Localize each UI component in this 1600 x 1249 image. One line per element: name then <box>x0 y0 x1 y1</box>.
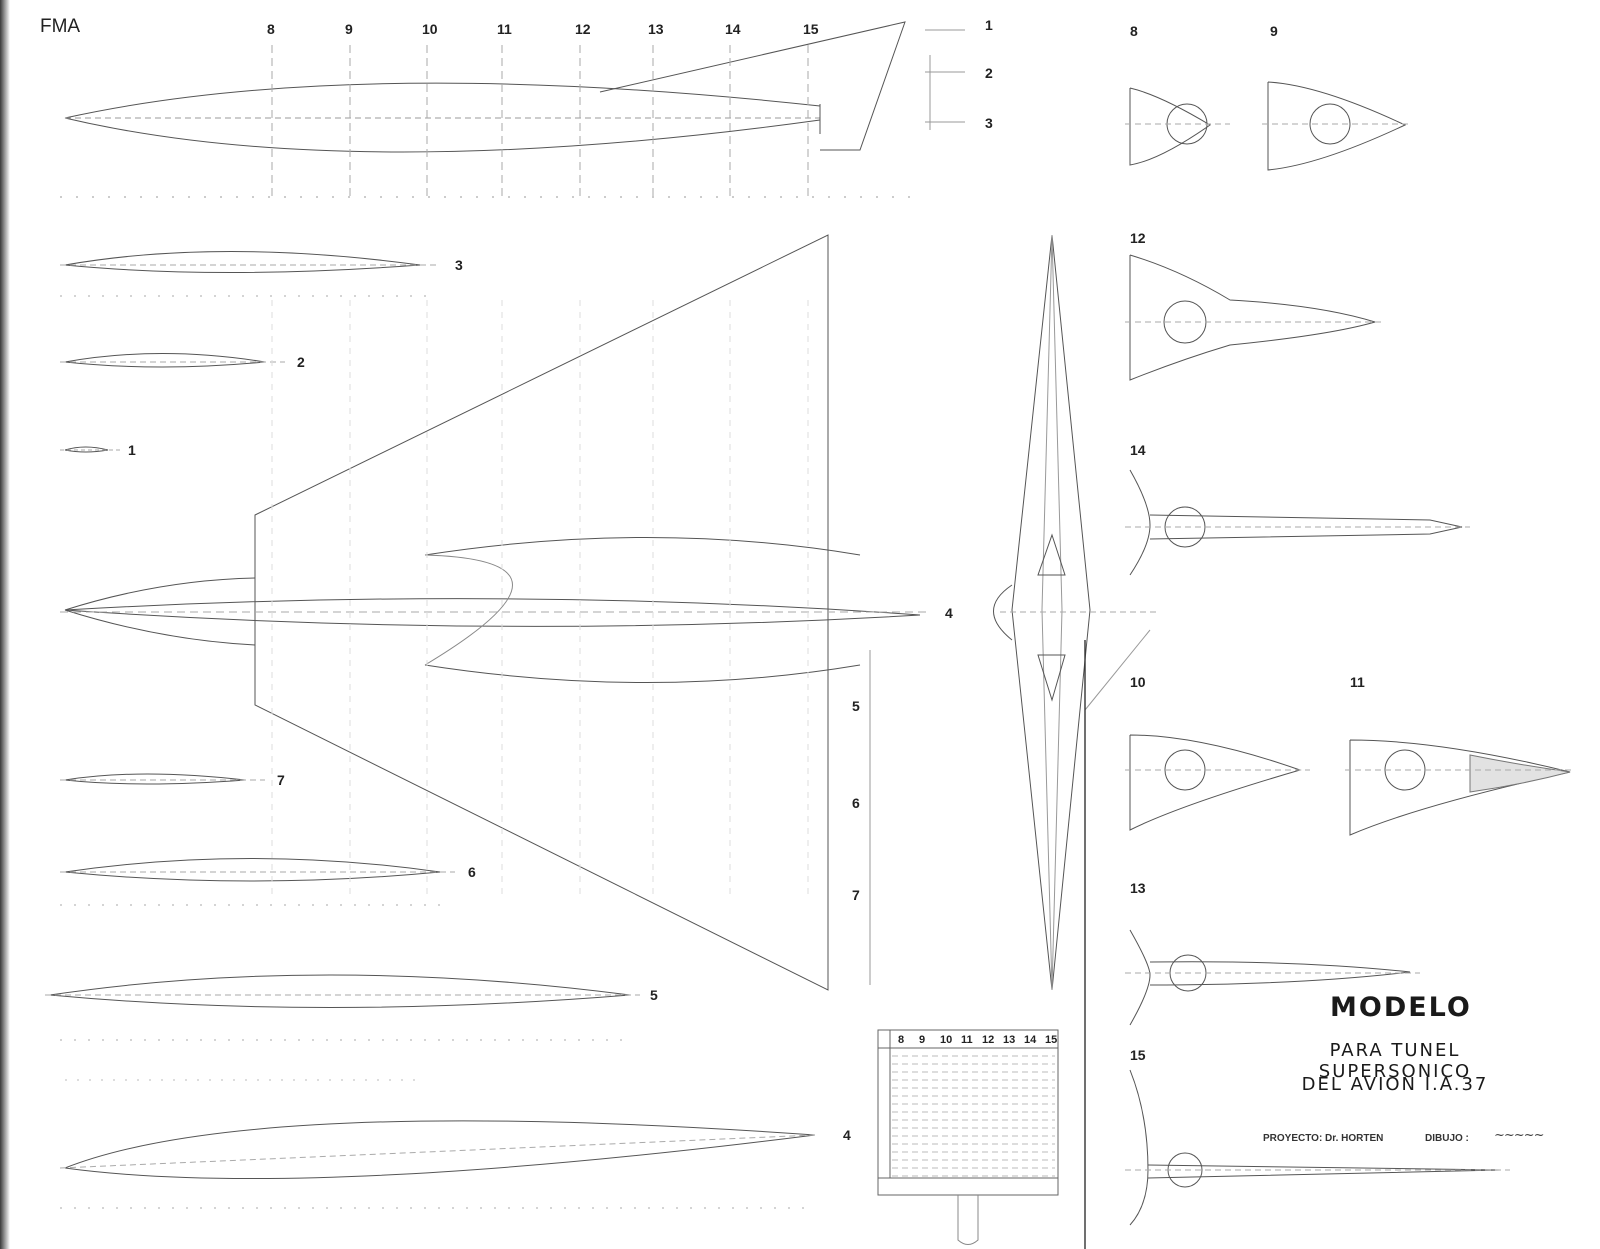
airfoil-section-3 <box>60 251 440 297</box>
station-number: 13 <box>648 21 664 37</box>
station-number: 8 <box>267 21 275 37</box>
airfoil-section-1 <box>60 446 120 453</box>
signature-scribble: ~~~~~ <box>1494 1128 1544 1143</box>
side-view-label-2: 2 <box>985 65 993 81</box>
section-view-title-10: 10 <box>1130 674 1146 690</box>
plan-section-label-6: 6 <box>852 795 860 811</box>
table-column-header: 10 <box>940 1034 952 1046</box>
airfoil-section-5 <box>45 974 640 1041</box>
side-view <box>60 21 965 200</box>
brand-label: FMA <box>40 16 81 37</box>
table-column-header: 12 <box>982 1034 994 1046</box>
wing-section-label-6: 6 <box>468 864 476 880</box>
section-view-10 <box>1125 734 1310 831</box>
side-view-label-3: 3 <box>985 115 993 131</box>
table-column-header: 9 <box>919 1034 925 1046</box>
table-column-header: 11 <box>961 1034 973 1046</box>
table-column-header: 8 <box>898 1034 904 1046</box>
section-view-title-11: 11 <box>1350 674 1365 690</box>
title-line-1: MODELO <box>1330 992 1472 1023</box>
section-view-9 <box>1262 81 1410 171</box>
wing-section-label-1: 1 <box>128 442 136 458</box>
plan-section-label-4: 4 <box>945 605 953 621</box>
station-number: 10 <box>422 21 438 37</box>
wing-section-label-4: 4 <box>843 1127 851 1143</box>
table-column-header: 15 <box>1045 1034 1057 1046</box>
title-line-2: PARA TUNEL SUPERSONICO <box>1318 1040 1472 1082</box>
airfoil-section-7 <box>60 773 265 785</box>
table-column-header: 14 <box>1024 1034 1037 1046</box>
section-view-title-15: 15 <box>1130 1047 1146 1063</box>
station-number: 15 <box>803 21 819 37</box>
station-number: 9 <box>345 21 353 37</box>
wing-section-label-5: 5 <box>650 987 658 1003</box>
sheet-edge-shadow <box>0 0 10 1249</box>
plan-view <box>60 234 930 991</box>
station-number: 11 <box>497 21 512 37</box>
section-view-title-14: 14 <box>1130 442 1146 458</box>
front-view <box>993 234 1160 991</box>
title-line-3: DEL AVION I.A.37 <box>1301 1074 1489 1095</box>
section-view-12 <box>1125 254 1385 381</box>
airfoil-section-2 <box>60 353 285 368</box>
airfoil-section-4 <box>59 1079 816 1209</box>
section-view-8 <box>1125 87 1230 166</box>
section-view-11 <box>1345 739 1575 836</box>
side-view-label-1: 1 <box>985 17 993 33</box>
plan-section-label-7: 7 <box>852 887 860 903</box>
project-credit: PROYECTO: Dr. HORTEN <box>1263 1133 1384 1144</box>
drawing-credit: DIBUJO : <box>1425 1133 1469 1144</box>
wing-section-label-3: 3 <box>455 257 463 273</box>
wing-section-label-7: 7 <box>277 772 285 788</box>
coordinates-table <box>877 1029 1059 1245</box>
section-view-13 <box>1125 929 1420 1026</box>
section-view-14 <box>1125 469 1470 576</box>
section-view-title-13: 13 <box>1130 880 1146 896</box>
plan-section-label-5: 5 <box>852 698 860 714</box>
airfoil-section-6 <box>60 858 455 906</box>
station-number: 14 <box>725 21 741 37</box>
section-view-title-8: 8 <box>1130 23 1138 39</box>
section-view-title-12: 12 <box>1130 230 1146 246</box>
wing-section-label-2: 2 <box>297 354 305 370</box>
section-view-15 <box>1125 1069 1510 1226</box>
station-number: 12 <box>575 21 591 37</box>
table-column-header: 13 <box>1003 1034 1015 1046</box>
section-view-title-9: 9 <box>1270 23 1278 39</box>
